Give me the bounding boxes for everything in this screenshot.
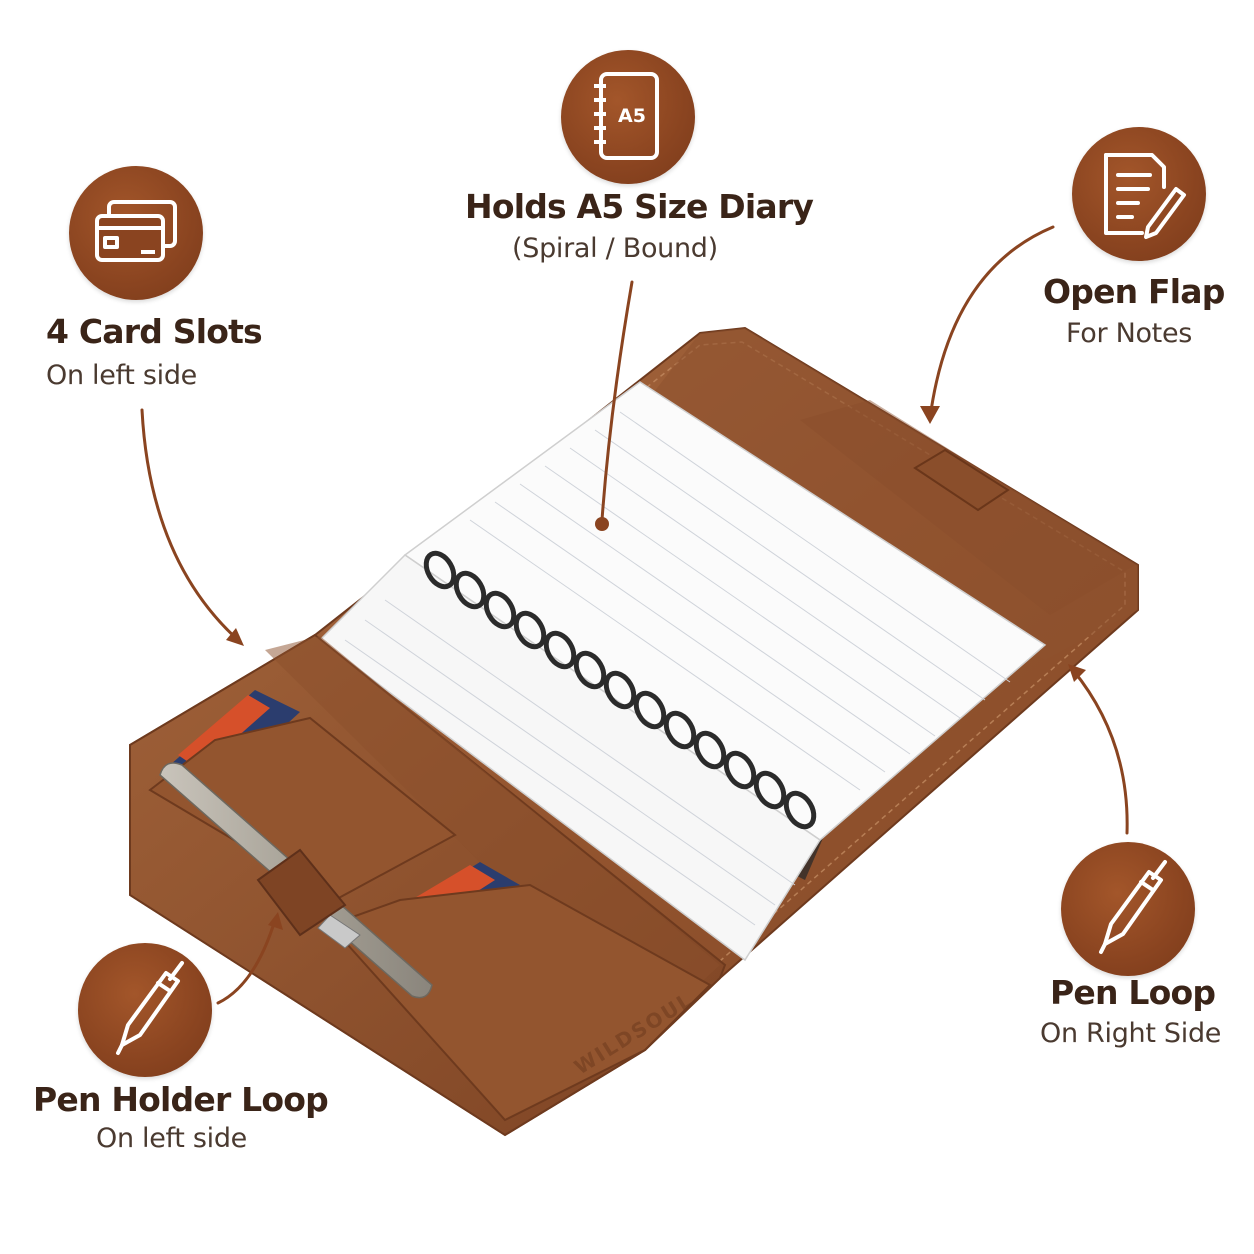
open-flap-subtitle: For Notes	[1066, 318, 1193, 349]
diary-badge: A5	[561, 50, 695, 184]
pen-loop-arrow	[1071, 668, 1129, 835]
pen-holder-badge	[78, 943, 212, 1077]
a5-notebook-icon: A5	[594, 72, 659, 160]
notes-pencil-icon	[1104, 153, 1186, 239]
a5-icon-label: A5	[618, 105, 646, 127]
credit-card-icon	[95, 200, 177, 262]
card-slots-arrow	[140, 408, 240, 642]
diary-subtitle: (Spiral / Bound)	[512, 233, 718, 264]
pen-loop-title: Pen Loop	[1050, 973, 1216, 1012]
card-slots-title: 4 Card Slots	[46, 312, 263, 351]
pen-loop-subtitle: On Right Side	[1040, 1018, 1222, 1049]
diary-arrow	[600, 280, 634, 522]
pen-holder-subtitle: On left side	[96, 1123, 247, 1154]
pen-holder-arrow	[216, 918, 277, 1005]
pen-icon	[1099, 860, 1167, 954]
pen-holder-title: Pen Holder Loop	[33, 1080, 329, 1119]
card-slots-badge	[69, 166, 203, 300]
open-flap-title: Open Flap	[1043, 272, 1225, 311]
card-slots-subtitle: On left side	[46, 360, 197, 391]
pen-icon	[116, 961, 184, 1055]
open-flap-arrow	[928, 225, 1055, 420]
diary-title: Holds A5 Size Diary	[465, 187, 814, 226]
pen-loop-badge	[1061, 842, 1195, 976]
open-flap-badge	[1072, 127, 1206, 261]
